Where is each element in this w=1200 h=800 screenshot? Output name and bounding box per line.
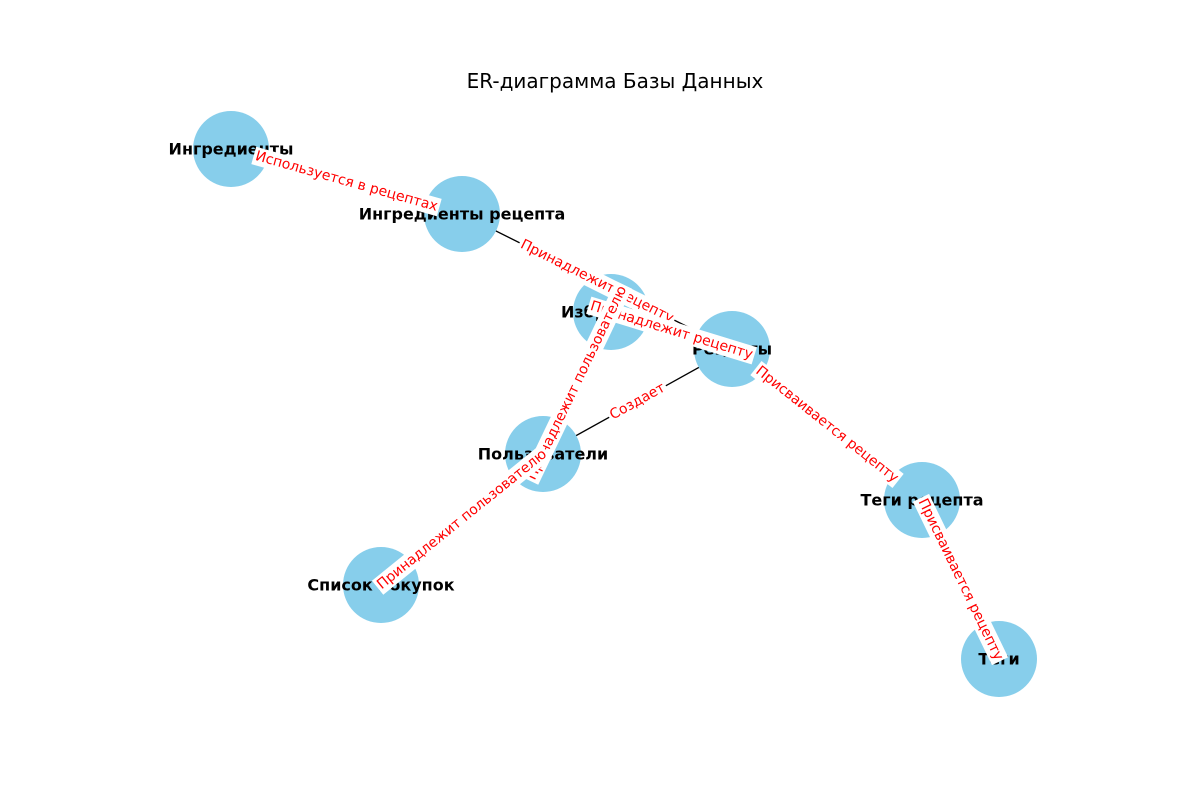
node-label: Ингредиенты рецепта (359, 205, 566, 224)
edge-label-background (515, 234, 679, 329)
node-circle (193, 111, 269, 187)
edge-label-text: Создает (607, 380, 668, 424)
edge-label-background (586, 296, 757, 365)
edge-label-recipe_tags-tags: Присваивается рецепту (912, 493, 1009, 666)
edge-label-text: Присваивается рецепту (915, 496, 1007, 663)
edge-label-background (750, 360, 904, 489)
edge-label-background (912, 493, 1009, 666)
node-recipe-ingredients: Ингредиенты рецепта (359, 176, 566, 252)
edge-label-users-shopping_list: Принадлежит пользователю (371, 444, 553, 595)
edge-label-background (604, 377, 671, 426)
edge-label-users-recipes: Создает (604, 377, 671, 426)
edge-label-text: Используется в рецептах (254, 148, 440, 215)
edge-label-text: Присваивается рецепту (753, 363, 902, 486)
node-circle (424, 176, 500, 252)
edge-label-text: Принадлежит пользователю (374, 446, 550, 593)
edge-label-background (371, 444, 553, 595)
edge-label-background (251, 146, 442, 217)
diagram-title: ER-диаграмма Базы Данных (467, 69, 764, 93)
node-ingredients: Ингредиенты (169, 111, 293, 187)
edge-label-recipes-recipe_tags: Присваивается рецепту (750, 360, 904, 489)
edge-label-background (522, 281, 633, 485)
edge-label-ingredients-recipe_ingredients: Используется в рецептах (251, 146, 442, 217)
